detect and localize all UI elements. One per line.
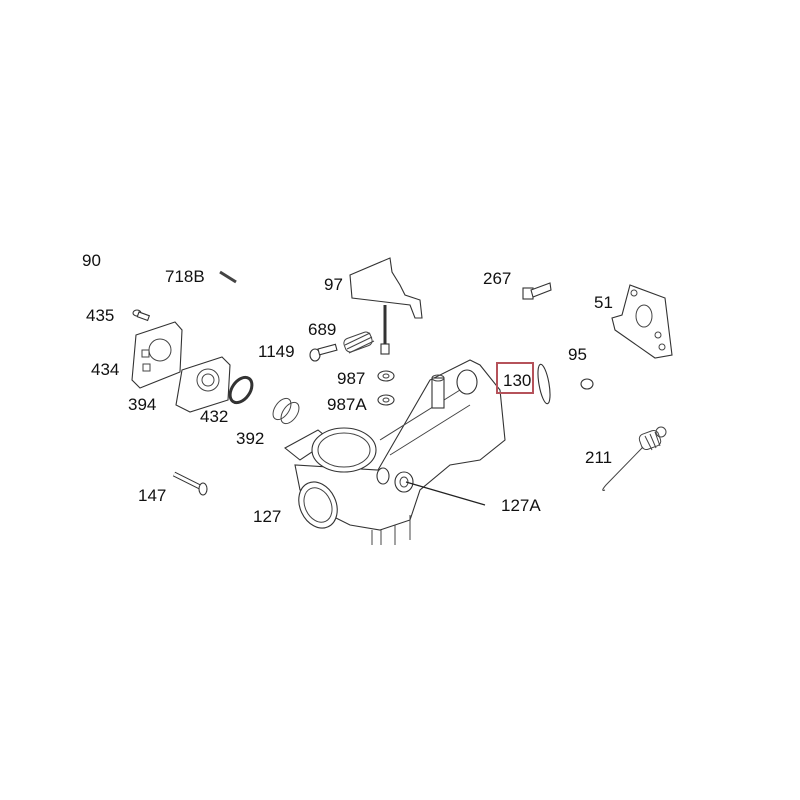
part-label-95[interactable]: 95 (568, 345, 587, 364)
part-label-97[interactable]: 97 (324, 275, 343, 294)
gasket-434-icon (131, 321, 183, 389)
part-label-689[interactable]: 689 (308, 320, 337, 339)
washer-987a-icon (377, 394, 395, 406)
part-label-434[interactable]: 434 (91, 360, 120, 379)
part-label-127[interactable]: 127 (253, 507, 282, 526)
part-label-987[interactable]: 987 (337, 369, 366, 388)
part-label-435[interactable]: 435 (86, 306, 115, 325)
part-label-127a[interactable]: 127A (501, 496, 541, 515)
part-label-147[interactable]: 147 (138, 486, 167, 505)
o-ring-432-icon (228, 375, 254, 405)
part-label-392[interactable]: 392 (236, 429, 265, 448)
part-label-211[interactable]: 211 (585, 448, 613, 467)
screw-147-icon (172, 471, 208, 496)
gasket-51-icon (611, 284, 673, 359)
pin-718b-icon (219, 270, 237, 284)
bolt-267-icon (522, 282, 552, 300)
part-label-130[interactable]: 130 (503, 371, 532, 390)
part-label-394[interactable]: 394 (128, 395, 157, 414)
part-label-267[interactable]: 267 (483, 269, 512, 288)
bracket-97-icon (349, 257, 423, 355)
part-label-987a[interactable]: 987A (327, 395, 367, 414)
part-label-432[interactable]: 432 (200, 407, 229, 426)
part-label-1149[interactable]: 1149 (258, 342, 295, 361)
screw-1149-icon (309, 343, 338, 362)
spring-211-icon (602, 426, 667, 491)
diaphragm-394-icon (175, 356, 231, 413)
leader-line-127a (405, 481, 486, 506)
seal-130-icon (537, 363, 551, 405)
part-label-718b[interactable]: 718B (165, 267, 205, 286)
ring-392-icon (272, 397, 300, 425)
spring-689-icon (343, 331, 375, 354)
carburetor-body-127-icon (284, 359, 506, 545)
plug-95-icon (580, 378, 594, 390)
screw-435-icon (132, 309, 151, 322)
part-label-90[interactable]: 90 (82, 251, 101, 270)
part-label-51[interactable]: 51 (594, 293, 613, 312)
highlight-box-130 (496, 362, 534, 394)
washer-987-icon (377, 370, 395, 382)
